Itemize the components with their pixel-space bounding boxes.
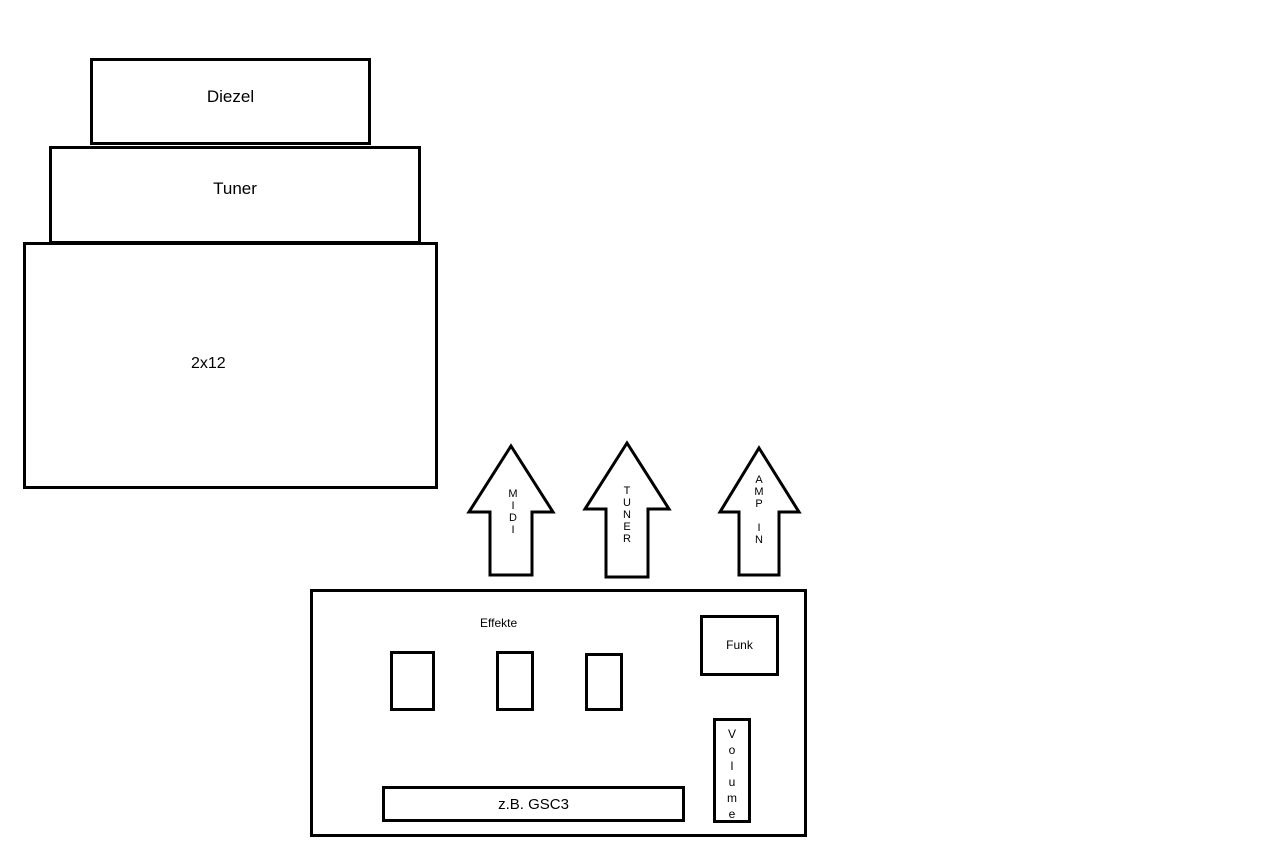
midi-letter: I xyxy=(511,500,515,512)
midi-arrow-label: M I D I xyxy=(506,488,520,536)
volume-letter: u xyxy=(728,775,736,789)
amp-in-letter: N xyxy=(755,534,763,546)
volume-letter: o xyxy=(728,743,736,757)
volume-letter: e xyxy=(728,807,736,821)
funk-label: Funk xyxy=(726,638,753,652)
amp-in-letter: I xyxy=(757,522,761,534)
tuner-arrow-label: T U N E R xyxy=(620,485,634,545)
amp-in-arrow-label: A M P I N xyxy=(752,474,766,546)
effect-pedal-1 xyxy=(390,651,435,711)
tuner-letter: T xyxy=(623,485,631,497)
tuner-letter: R xyxy=(623,533,631,545)
effect-pedal-2 xyxy=(496,651,534,711)
funk-box: Funk xyxy=(700,615,779,676)
volume-letter: m xyxy=(727,791,737,805)
tuner-box: Tuner xyxy=(49,146,421,244)
midi-letter: D xyxy=(509,512,517,524)
effect-pedal-3 xyxy=(585,653,623,711)
tuner-letter: N xyxy=(623,509,631,521)
midi-letter: M xyxy=(508,488,518,500)
midi-arrow xyxy=(466,443,556,577)
volume-letter: l xyxy=(730,759,734,773)
effects-label: Effekte xyxy=(480,616,518,630)
amp-in-arrow xyxy=(717,445,802,577)
volume-letter: V xyxy=(727,727,736,741)
amp-in-letter: P xyxy=(755,498,763,510)
tuner-arrow xyxy=(582,440,672,579)
tuner-label: Tuner xyxy=(213,179,257,198)
amp-in-letter: A xyxy=(755,474,763,486)
controller-box: z.B. GSC3 xyxy=(382,786,685,822)
cabinet-box: 2x12 xyxy=(23,242,438,489)
controller-label: z.B. GSC3 xyxy=(498,796,569,813)
amp-in-letter: M xyxy=(754,486,764,498)
volume-pedal-box: V o l u m e xyxy=(713,718,751,823)
cabinet-label: 2x12 xyxy=(191,355,226,372)
diezel-head-box: Diezel xyxy=(90,58,371,145)
tuner-letter: E xyxy=(623,521,631,533)
diezel-label: Diezel xyxy=(206,87,255,106)
tuner-letter: U xyxy=(623,497,631,509)
midi-letter: I xyxy=(511,524,515,536)
volume-label: V o l u m e xyxy=(716,726,748,822)
